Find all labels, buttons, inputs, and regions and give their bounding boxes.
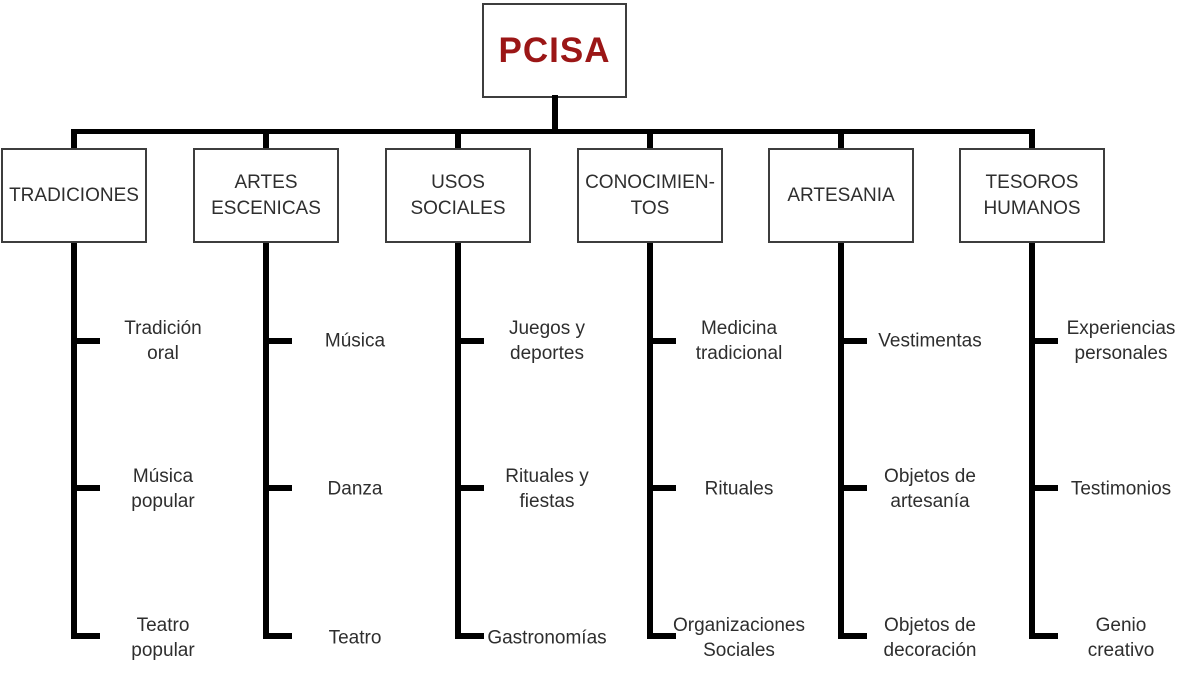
item-tick [1029, 485, 1058, 491]
column-stub-line [838, 129, 844, 149]
column-stub-line [647, 129, 653, 149]
category-box: TESOROS HUMANOS [959, 148, 1105, 243]
root-box: PCISA [482, 3, 627, 98]
category-box: ARTES ESCENICAS [193, 148, 339, 243]
item-tick [455, 338, 484, 344]
item-tick [647, 485, 676, 491]
item-label: Medicina tradicional [695, 317, 783, 364]
category-box: USOS SOCIALES [385, 148, 531, 243]
item-tick [647, 338, 676, 344]
item-tick [455, 633, 484, 639]
branch-vertical-line [263, 243, 269, 639]
item-label: Música [324, 330, 386, 352]
item-label: Gastronomías [487, 627, 607, 649]
item-label: Rituales y fiestas [505, 465, 589, 512]
item-label: Juegos y deportes [508, 317, 586, 364]
item-label: Objetos de artesanía [884, 465, 976, 512]
item-label: Experiencias personales [1066, 317, 1176, 364]
column-stub-line [263, 129, 269, 149]
item-tick [71, 485, 100, 491]
category-box: TRADICIONES [1, 148, 147, 243]
category-label: USOS SOCIALES [410, 171, 506, 219]
item-tick [263, 338, 292, 344]
item-tick [263, 485, 292, 491]
item-tick [838, 485, 867, 491]
item-tick [71, 633, 100, 639]
item-label: Teatro [328, 627, 382, 649]
item-tick [647, 633, 676, 639]
item-tick [71, 338, 100, 344]
category-label: ARTESANIA [787, 184, 895, 206]
branch-vertical-line [455, 243, 461, 639]
item-tick [1029, 633, 1058, 639]
item-label: Música popular [131, 465, 195, 512]
category-label: CONOCIMIEN- TOS [585, 171, 715, 219]
item-label: Testimonios [1070, 478, 1172, 500]
item-tick [838, 338, 867, 344]
item-tick [455, 485, 484, 491]
root-connector-line [552, 95, 558, 133]
branch-vertical-line [1029, 243, 1035, 639]
root-label: PCISA [498, 30, 611, 70]
branch-vertical-line [838, 243, 844, 639]
category-box: CONOCIMIEN- TOS [577, 148, 723, 243]
item-label: Organizaciones Sociales [672, 614, 806, 661]
item-label: Danza [327, 478, 383, 500]
item-label: Objetos de decoración [883, 614, 977, 661]
item-label: Rituales [704, 478, 774, 500]
item-label: Teatro popular [131, 614, 195, 661]
item-tick [838, 633, 867, 639]
column-stub-line [455, 129, 461, 149]
item-label: Vestimentas [878, 330, 982, 352]
column-stub-line [1029, 129, 1035, 149]
category-box: ARTESANIA [768, 148, 914, 243]
branch-vertical-line [647, 243, 653, 639]
item-tick [1029, 338, 1058, 344]
item-label: Genio creativo [1087, 614, 1155, 661]
category-label: TESOROS HUMANOS [983, 171, 1081, 219]
item-label: Tradición oral [124, 317, 202, 364]
bus-connector-line [71, 129, 1035, 134]
category-label: TRADICIONES [9, 184, 139, 206]
column-stub-line [71, 129, 77, 149]
branch-vertical-line [71, 243, 77, 639]
item-tick [263, 633, 292, 639]
category-label: ARTES ESCENICAS [211, 171, 321, 219]
